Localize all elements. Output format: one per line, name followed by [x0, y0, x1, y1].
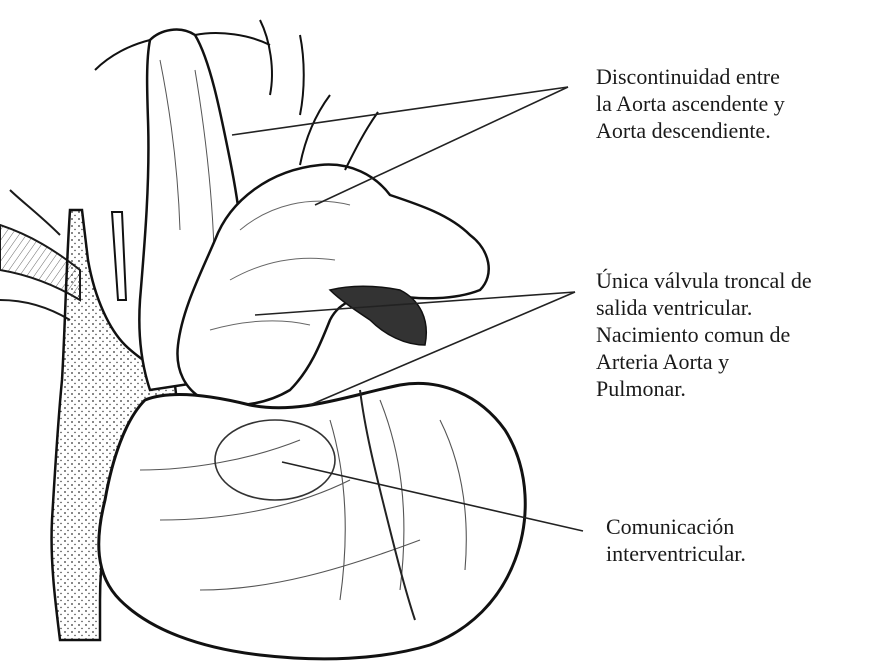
label-valve-line-3: Nacimiento comun de: [596, 321, 812, 348]
label-aorta-line-1: Discontinuidad entre: [596, 63, 785, 90]
label-valve-line-5: Pulmonar.: [596, 375, 812, 402]
label-civ-line-1: Comunicación: [606, 513, 746, 540]
label-valve-line-2: salida ventricular.: [596, 294, 812, 321]
ventricles: [99, 383, 525, 658]
label-single-truncal-valve: Única válvula troncal de salida ventricu…: [596, 267, 812, 402]
label-ventricular-communication: Comunicación interventricular.: [606, 513, 746, 567]
label-aorta-line-2: la Aorta ascendente y: [596, 90, 785, 117]
label-civ-line-2: interventricular.: [606, 540, 746, 567]
label-valve-line-1: Única válvula troncal de: [596, 267, 812, 294]
label-aorta-line-3: Aorta descendiente.: [596, 117, 785, 144]
label-valve-line-4: Arteria Aorta y: [596, 348, 812, 375]
label-aorta-discontinuity: Discontinuidad entre la Aorta ascendente…: [596, 63, 785, 144]
